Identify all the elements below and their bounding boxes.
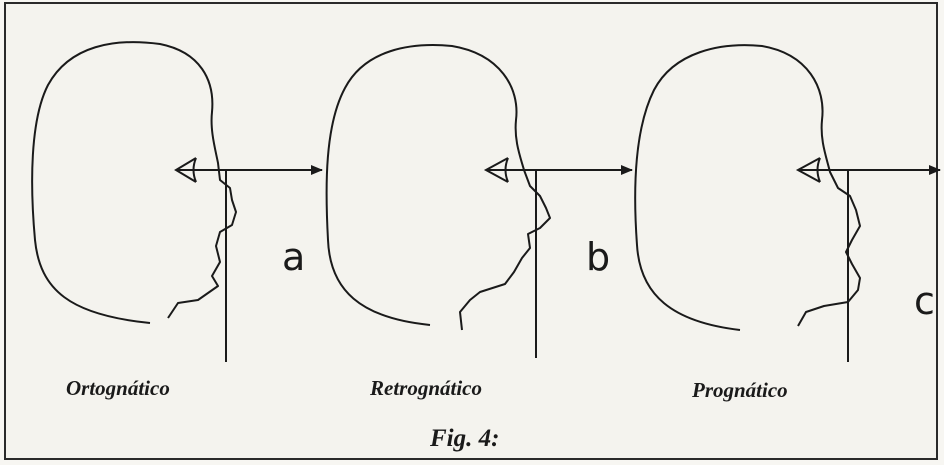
head-profile-b bbox=[325, 44, 551, 331]
figure-label: Fig. 4: bbox=[430, 425, 500, 452]
caption-prognatico: Prognático bbox=[692, 378, 788, 402]
head-profile-c bbox=[634, 44, 861, 331]
figure-frame bbox=[4, 2, 938, 460]
panel-letter-a: a bbox=[282, 235, 306, 279]
panel-letter-c: c bbox=[914, 279, 935, 323]
caption-ortognatico: Ortognático bbox=[66, 376, 170, 400]
panel-letter-b: b bbox=[586, 235, 611, 279]
panel-prognatico bbox=[634, 44, 941, 362]
head-profile-a bbox=[31, 41, 237, 324]
caption-retrognatico: Retrognático bbox=[370, 376, 483, 400]
panel-ortognatico bbox=[31, 41, 323, 362]
panel-retrognatico bbox=[325, 44, 633, 358]
